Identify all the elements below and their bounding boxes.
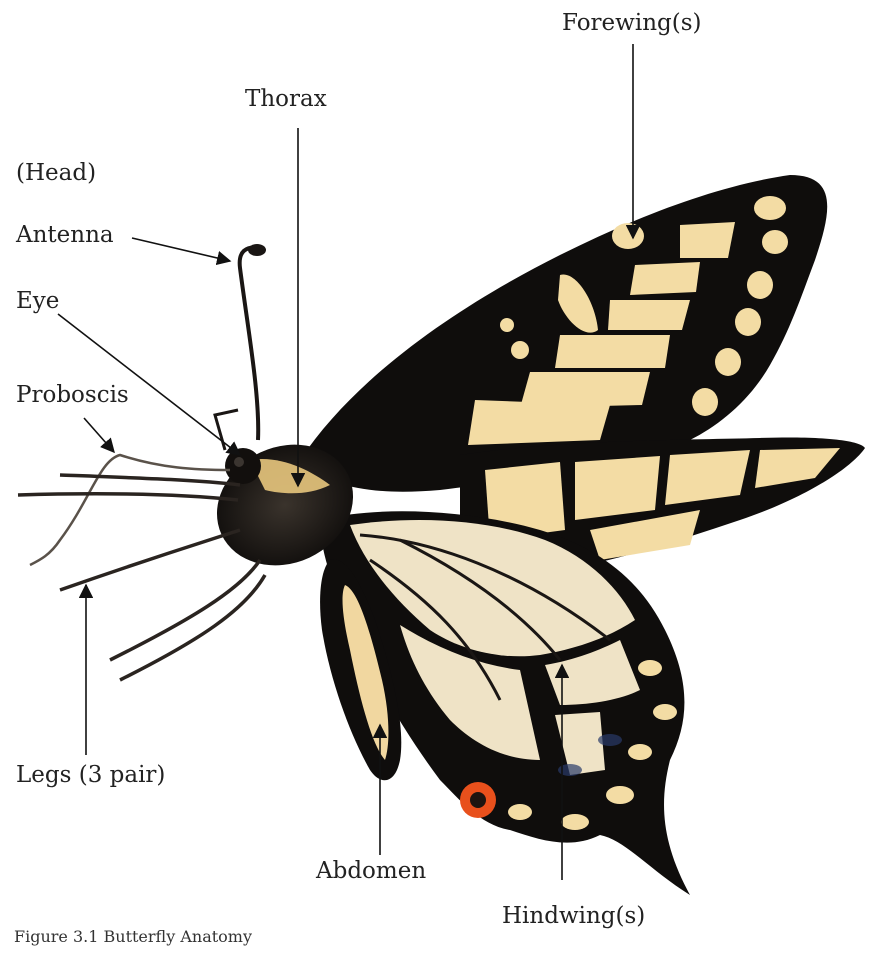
proboscis-pointer <box>84 418 114 452</box>
forewing-label: Forewing(s) <box>562 12 701 35</box>
legs-label: Legs (3 pair) <box>16 764 165 787</box>
eye-label: Eye <box>16 290 59 313</box>
figure-caption: Figure 3.1 Butterfly Anatomy <box>14 927 252 946</box>
antenna-pointer <box>132 238 230 261</box>
thorax-label: Thorax <box>245 88 327 111</box>
head-label: (Head) <box>16 162 96 185</box>
eye-shape <box>225 448 261 484</box>
hindwing-label: Hindwing(s) <box>502 905 645 928</box>
proboscis-label: Proboscis <box>16 384 129 407</box>
antenna-shape <box>240 247 262 440</box>
antenna-label: Antenna <box>16 224 114 247</box>
abdomen-label: Abdomen <box>316 860 426 883</box>
proboscis-shape <box>30 455 230 565</box>
